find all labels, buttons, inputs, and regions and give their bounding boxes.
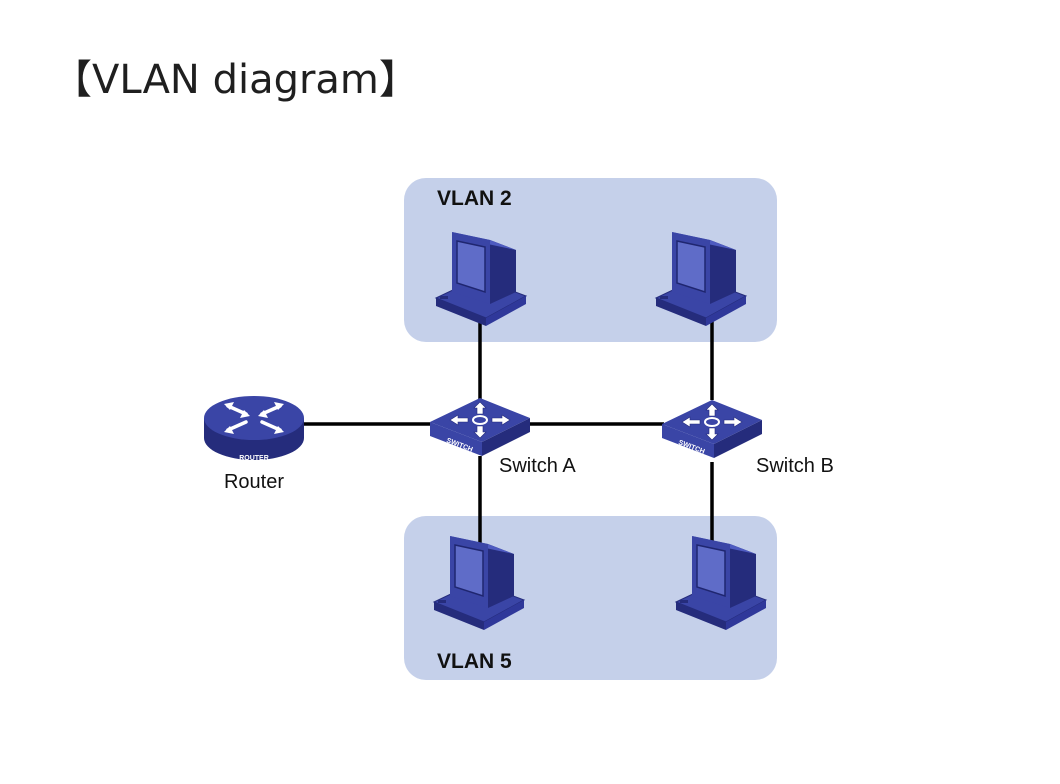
page-title: 【VLAN diagram】 xyxy=(52,57,419,103)
vlan-5-label: VLAN 5 xyxy=(437,650,512,673)
switch-b-node: SWITCH xyxy=(661,399,763,459)
switch-a-label: Switch A xyxy=(499,455,576,477)
switch-icon xyxy=(661,399,763,459)
network-links xyxy=(302,312,714,545)
router-label: Router xyxy=(224,471,284,493)
switch-a-node: SWITCH xyxy=(429,397,531,457)
switch-icon xyxy=(429,397,531,457)
router-node: ROUTER xyxy=(202,394,306,462)
router-badge: ROUTER xyxy=(239,455,269,462)
vlan-2-label: VLAN 2 xyxy=(437,187,512,210)
router-icon xyxy=(202,394,306,462)
switch-b-label: Switch B xyxy=(756,455,834,477)
